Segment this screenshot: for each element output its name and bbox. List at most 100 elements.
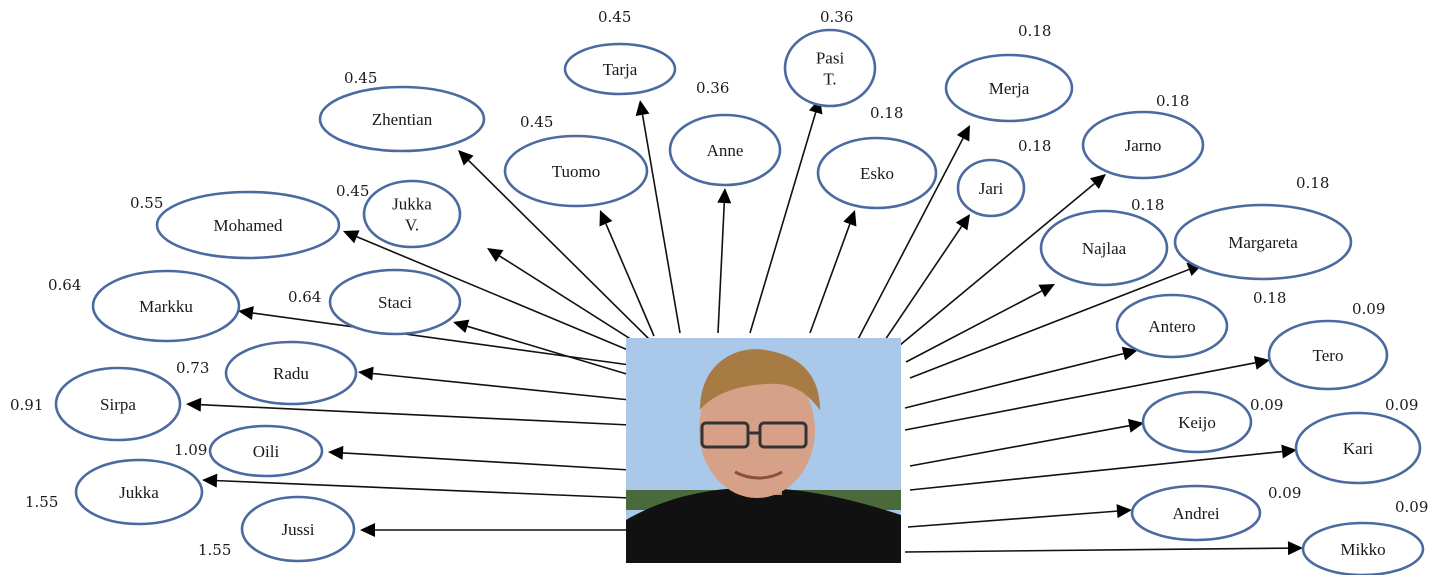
weight-label-markku: 0.64 xyxy=(48,276,81,294)
weight-label-tarja: 0.45 xyxy=(598,8,631,26)
node-ellipse xyxy=(1267,319,1389,391)
node-jarno: Jarno xyxy=(1081,110,1205,180)
node-ellipse xyxy=(783,28,877,108)
edge-sirpa xyxy=(200,403,631,426)
node-ellipse xyxy=(1301,521,1425,575)
node-label: V. xyxy=(405,216,419,235)
weight-label-jari: 0.18 xyxy=(1018,137,1051,155)
weight-label-esko: 0.18 xyxy=(870,104,903,122)
node-label: Tuomo xyxy=(552,162,601,181)
node-label: Pasi xyxy=(816,49,845,68)
node-ellipse xyxy=(563,42,677,96)
node-label: Esko xyxy=(860,164,894,183)
node-ellipse xyxy=(362,179,462,249)
node-ellipse xyxy=(1130,484,1262,542)
edge-merja xyxy=(854,137,964,346)
node-label: Tero xyxy=(1313,346,1344,365)
arrowhead-tarja xyxy=(635,100,650,116)
edge-jari xyxy=(884,225,963,341)
arrowhead-keijo xyxy=(1127,418,1144,433)
weight-label-anne: 0.36 xyxy=(696,79,729,97)
edge-radu xyxy=(372,372,631,401)
arrowhead-merja xyxy=(956,125,970,142)
node-najlaa: Najlaa xyxy=(1039,209,1169,287)
node-label: Najlaa xyxy=(1082,239,1127,258)
weight-label-mikko: 0.09 xyxy=(1395,498,1428,516)
weight-label-radu: 0.73 xyxy=(176,359,209,377)
node-label: Margareta xyxy=(1228,233,1298,252)
node-ellipse xyxy=(1173,203,1353,281)
node-jussi: Jussi xyxy=(240,495,356,563)
node-merja: Merja xyxy=(944,53,1074,123)
weight-label-keijo: 0.09 xyxy=(1250,396,1283,414)
node-ellipse xyxy=(1081,110,1205,180)
node-label: Jussi xyxy=(281,520,314,539)
weight-label-sirpa: 0.91 xyxy=(10,396,43,414)
arrowhead-tuomo xyxy=(599,210,613,227)
arrowhead-zhentian xyxy=(458,150,474,166)
node-mikko: Mikko xyxy=(1301,521,1425,575)
node-tero: Tero xyxy=(1267,319,1389,391)
arrowhead-radu xyxy=(358,366,374,381)
node-jari: Jari xyxy=(956,158,1026,218)
weight-label-jarno: 0.18 xyxy=(1156,92,1189,110)
weight-label-oili: 1.09 xyxy=(174,441,207,459)
weight-label-margareta: 0.18 xyxy=(1296,174,1329,192)
weight-label-tero: 0.09 xyxy=(1352,300,1385,318)
edge-kari xyxy=(909,450,1283,491)
edge-tuomo xyxy=(605,223,655,337)
edge-najlaa xyxy=(905,290,1043,363)
node-label: Markku xyxy=(139,297,193,316)
node-label: Tarja xyxy=(603,60,638,79)
node-ellipse xyxy=(208,424,324,478)
node-label: Radu xyxy=(273,364,309,383)
node-label: Keijo xyxy=(1178,413,1216,432)
node-ellipse xyxy=(1141,390,1253,454)
edge-anne xyxy=(717,202,726,334)
person-photo-icon xyxy=(626,338,901,563)
arrowhead-kari xyxy=(1281,444,1297,459)
node-label: Jukka xyxy=(392,195,432,214)
weight-label-antero: 0.18 xyxy=(1253,289,1286,307)
weight-label-kari: 0.09 xyxy=(1385,396,1418,414)
node-zhentian: Zhentian xyxy=(318,85,486,153)
weight-label-zhentian: 0.45 xyxy=(344,69,377,87)
edge-staci xyxy=(467,325,631,376)
arrowhead-andrei xyxy=(1116,504,1132,519)
node-label: Sirpa xyxy=(100,395,136,414)
node-mohamed: Mohamed xyxy=(155,190,341,260)
edge-tero xyxy=(904,362,1256,431)
node-margareta: Margareta xyxy=(1173,203,1353,281)
arrowhead-jussi xyxy=(360,523,375,537)
node-label: Anne xyxy=(707,141,744,160)
arrowhead-oili xyxy=(328,445,344,460)
node-ellipse xyxy=(503,134,649,208)
node-ellipse xyxy=(1294,411,1422,485)
arrowhead-esko xyxy=(843,210,857,227)
edge-oili xyxy=(342,452,631,471)
edge-antero xyxy=(904,352,1124,409)
weight-label-andrei: 0.09 xyxy=(1268,484,1301,502)
node-label: Staci xyxy=(378,293,412,312)
arrowhead-najlaa xyxy=(1038,284,1055,298)
weight-label-jukka-v: 0.45 xyxy=(336,182,369,200)
arrowhead-jari xyxy=(955,214,970,231)
node-oili: Oili xyxy=(208,424,324,478)
edge-jukka xyxy=(216,479,631,499)
edge-mikko xyxy=(904,547,1289,553)
weight-label-jukka: 1.55 xyxy=(25,493,58,511)
weight-label-jussi: 1.55 xyxy=(198,541,231,559)
node-kari: Kari xyxy=(1294,411,1422,485)
arrowhead-markku xyxy=(238,306,254,320)
node-label: T. xyxy=(823,70,836,89)
node-label: Jari xyxy=(979,179,1004,198)
arrowhead-antero xyxy=(1121,346,1138,361)
edge-pasi-t xyxy=(749,112,817,334)
node-label: Mohamed xyxy=(214,216,283,235)
edge-margareta xyxy=(909,268,1190,379)
node-ellipse xyxy=(1039,209,1169,287)
node-staci: Staci xyxy=(328,268,462,336)
node-ellipse xyxy=(816,136,938,210)
